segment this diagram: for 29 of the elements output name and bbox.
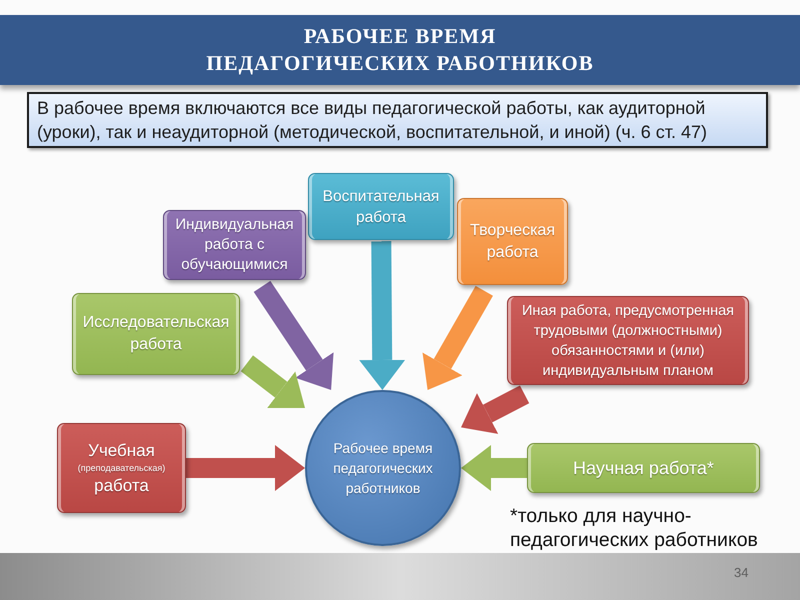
box-label: Воспитательная работа [322, 186, 440, 228]
box-label: Научная работа* [573, 457, 714, 480]
process-box [308, 173, 454, 240]
title: РАБОЧЕЕ ВРЕМЯ ПЕДАГОГИЧЕСКИХ РАБОТНИКОВ [205, 23, 595, 77]
block-arrow [461, 445, 527, 491]
process-box [457, 198, 568, 285]
box-label: Исследовательская работа [82, 313, 230, 355]
box-label: Творческая работа [469, 220, 556, 262]
block-arrow [359, 241, 406, 390]
block-arrow [240, 355, 305, 408]
process-box [163, 210, 306, 280]
box-sublabel: (преподавательская) [78, 462, 166, 474]
box-label: Индивидуальная работа с обучающимися [174, 215, 295, 275]
box-label: Учебная [88, 440, 155, 462]
footnote: *только для научно-педагогических работников [510, 504, 759, 552]
block-arrow [422, 286, 493, 390]
block-arrow [461, 385, 530, 434]
process-box [72, 293, 240, 375]
process-box [507, 296, 749, 385]
note-box [27, 92, 768, 148]
note-text: В рабочее время включаются все виды педагогической работы, как аудиторной (уроки), так и неаудиторной (методической, воспитательной, и иной) (ч. 6 ст. 47) [37, 97, 708, 144]
page-number: 34 [734, 564, 748, 582]
block-arrow [186, 445, 305, 491]
box-label: работа [94, 474, 149, 496]
process-box [57, 423, 186, 513]
process-box [527, 443, 760, 493]
circle-label: Рабочее время педагогических работников [332, 439, 434, 498]
box-label: Иная работа, предусмотренная трудовыми (должностными) обязанностями и (или) индивидуальным планом [520, 302, 736, 380]
block-arrow [254, 280, 334, 390]
